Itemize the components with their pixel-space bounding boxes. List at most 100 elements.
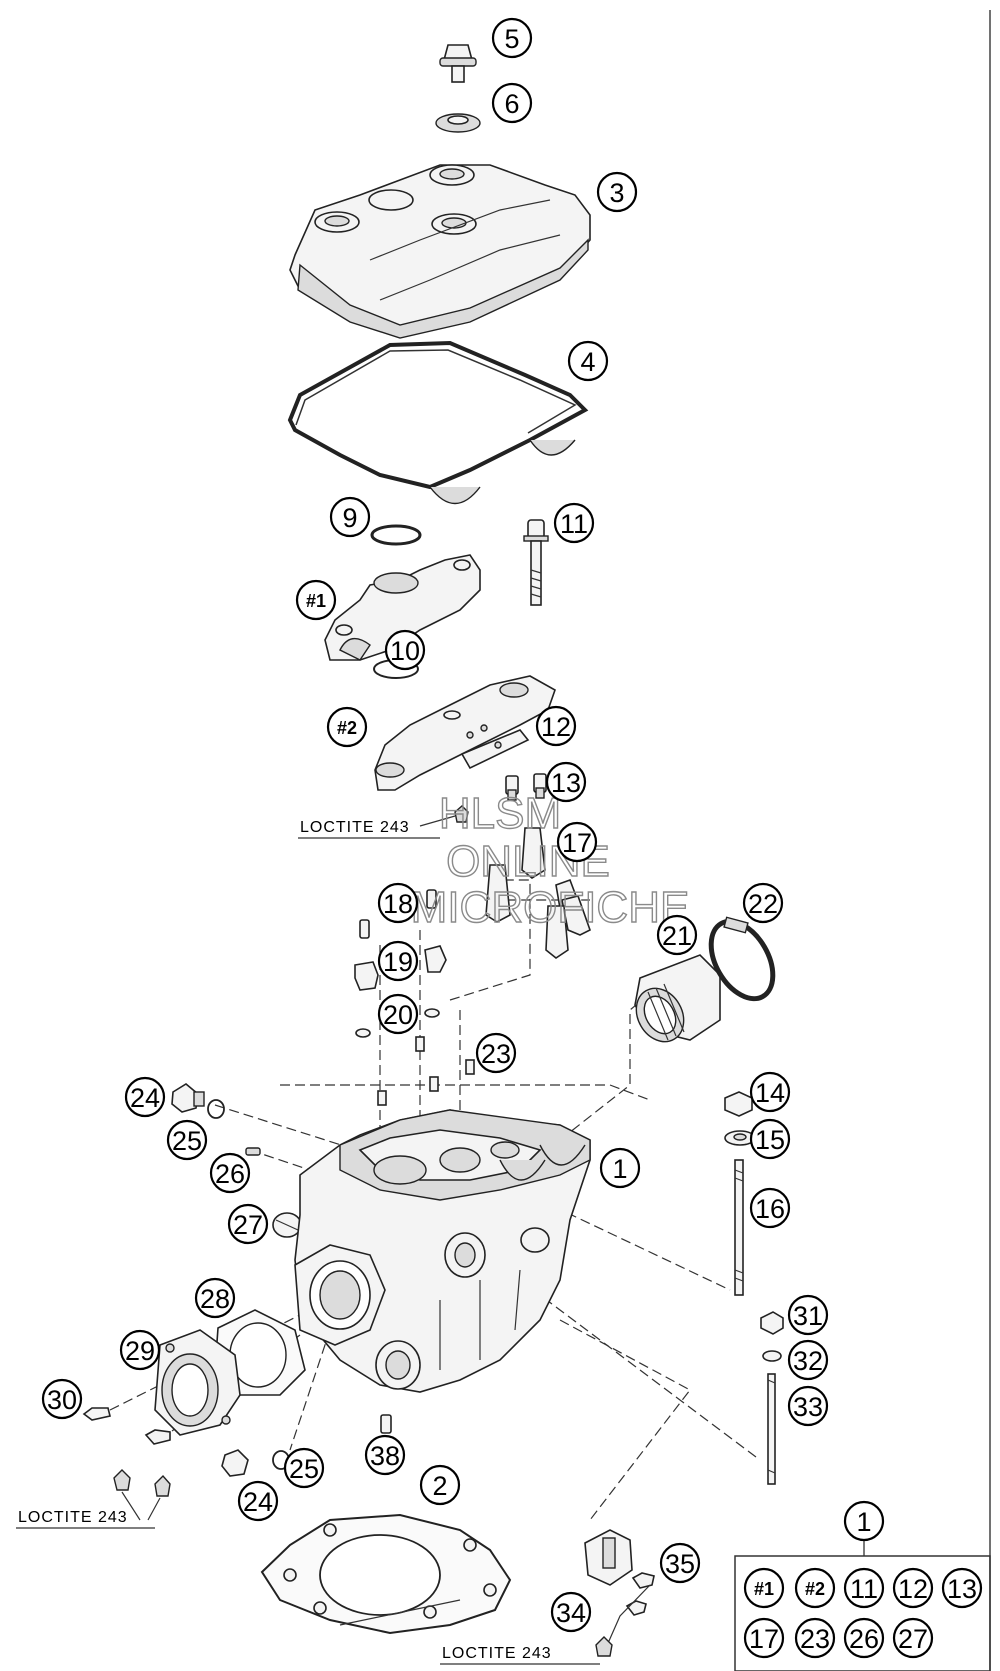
callout-label: 32 [793, 1346, 823, 1376]
callout-1: 1 [843, 1500, 885, 1542]
callout-33: 33 [787, 1385, 829, 1427]
lifters-part-17 [485, 827, 591, 959]
callout-circle [843, 1567, 885, 1609]
callout-label: 9 [342, 503, 357, 533]
callout-label: 26 [849, 1624, 879, 1654]
callout-label: 12 [541, 712, 571, 742]
bolt-part-11 [523, 519, 549, 606]
callout-circle [743, 1567, 785, 1609]
callout-26: 26 [843, 1617, 885, 1659]
callout-label: #2 [337, 718, 357, 738]
callout-circle [787, 1385, 829, 1427]
gasket-part-4 [287, 340, 589, 504]
watermark: HLSM ONLINE MICROFICHE [410, 788, 690, 932]
callout-20: 20 [377, 993, 419, 1035]
callout-circle [556, 821, 598, 863]
callout-circle [550, 1591, 592, 1633]
callout-3: 3 [596, 171, 638, 213]
callout-label: 38 [370, 1441, 400, 1471]
loctite-label-bottom: LOCTITE 243 [440, 1645, 600, 1665]
plug-part-27 [272, 1212, 302, 1238]
callout-19: 19 [377, 940, 419, 982]
callout-circle [41, 1378, 83, 1420]
callout-circle [194, 1277, 236, 1319]
plate-part-12 [460, 729, 530, 770]
callout-label: 28 [200, 1284, 230, 1314]
callout-25: 25 [283, 1447, 325, 1489]
callout-25: 25 [166, 1119, 208, 1161]
callout-10: 10 [384, 629, 426, 671]
callout-11: 11 [553, 502, 595, 544]
callout-circle [377, 993, 419, 1035]
callout-circle [656, 914, 698, 956]
dowel-pins-part-23 [377, 1036, 475, 1106]
callout-6: 6 [491, 82, 533, 124]
callout-circle [535, 705, 577, 747]
callout-23: 23 [475, 1032, 517, 1074]
callout-label: #1 [754, 1579, 774, 1599]
callout-circle [326, 706, 368, 748]
callout-30: 30 [41, 1378, 83, 1420]
washer-part-6 [435, 113, 481, 133]
callout-label: 33 [793, 1392, 823, 1422]
callout-circle [596, 171, 638, 213]
callout-29: 29 [119, 1329, 161, 1371]
callout-circle [749, 1187, 791, 1229]
callout-circle [743, 1617, 785, 1659]
callout-label: 1 [856, 1507, 871, 1537]
callout-hash2: #2 [326, 706, 368, 748]
head-gasket-part-2 [260, 1513, 512, 1635]
callout-16: 16 [749, 1187, 791, 1229]
o-ring-part-25-top [207, 1099, 225, 1119]
callout-32: 32 [787, 1339, 829, 1381]
callout-12: 12 [892, 1567, 934, 1609]
callout-2: 2 [419, 1464, 461, 1506]
callout-circle [124, 1076, 166, 1118]
callout-11: 11 [843, 1567, 885, 1609]
hose-clamp-part-22 [708, 916, 776, 1002]
intake-rubber-part-21 [634, 954, 721, 1043]
callout-1: 1 [599, 1147, 641, 1189]
callout-17: 17 [743, 1617, 785, 1659]
callout-label: 11 [850, 1574, 878, 1604]
callout-circle [892, 1567, 934, 1609]
callout-circle [659, 1542, 701, 1584]
callout-circle [227, 1203, 269, 1245]
callout-circle [892, 1617, 934, 1659]
callout-circle [209, 1152, 251, 1194]
callout-circle [237, 1480, 279, 1522]
callout-18: 18 [377, 882, 419, 924]
callout-4: 4 [567, 340, 609, 382]
callout-circle [364, 1434, 406, 1476]
callout-24: 24 [237, 1480, 279, 1522]
stud-nut-washer-31-32-33 [760, 1311, 784, 1485]
loctite-text-top: LOCTITE 243 [300, 819, 410, 836]
callout-21: 21 [656, 914, 698, 956]
callout-label: 18 [383, 889, 413, 919]
callout-label: 3 [609, 178, 624, 208]
loctite-label-top: LOCTITE 243 [298, 819, 440, 839]
bolts-part-18 [359, 889, 437, 939]
callout-22: 22 [742, 882, 784, 924]
bearing-cap-part-2 [374, 675, 556, 791]
callout-38: 38 [364, 1434, 406, 1476]
callout-label: 11 [560, 509, 588, 539]
callout-35: 35 [659, 1542, 701, 1584]
loctite-label-left: LOCTITE 243 [16, 1509, 155, 1529]
callout-label: 27 [898, 1624, 928, 1654]
callout-circle [377, 940, 419, 982]
callout-label: 23 [481, 1039, 511, 1069]
pin-part-26 [245, 1147, 261, 1156]
callout-circle [295, 579, 337, 621]
callout-hash1: #1 [743, 1567, 785, 1609]
callout-label: 25 [172, 1126, 202, 1156]
plug-part-24-top [171, 1083, 205, 1113]
callout-label: 15 [755, 1125, 785, 1155]
callout-label: 25 [289, 1454, 319, 1484]
callout-label: 23 [800, 1624, 830, 1654]
callout-circle [119, 1329, 161, 1371]
callout-23: 23 [794, 1617, 836, 1659]
